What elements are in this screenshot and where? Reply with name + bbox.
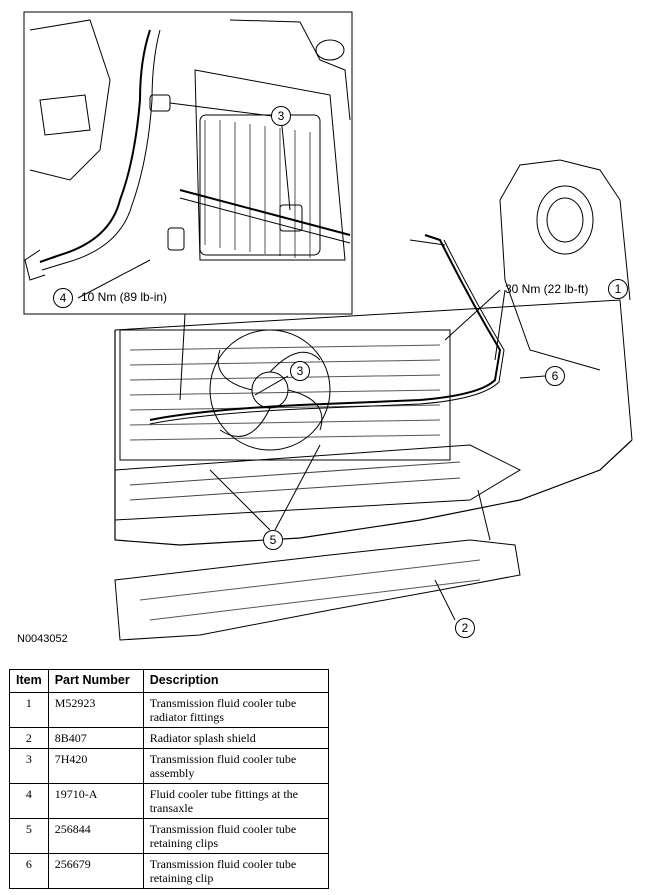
part-number-cell: 256679 — [47, 853, 144, 889]
callout-2: 2 — [455, 618, 475, 638]
callout-5: 5 — [263, 530, 283, 550]
table-header-row: Item Part Number Description — [9, 669, 330, 693]
description-cell: Fluid cooler tube fittings at the transa… — [142, 783, 330, 819]
item-cell: 5 — [9, 818, 49, 854]
table-row: 1 M52923 Transmission fluid cooler tube … — [9, 692, 330, 728]
parts-table: Item Part Number Description 1 M52923 Tr… — [9, 669, 330, 889]
item-cell: 1 — [9, 692, 49, 728]
table-row: 5 256844 Transmission fluid cooler tube … — [9, 818, 330, 854]
description-cell: Transmission fluid cooler tube assembly — [142, 748, 330, 784]
callout-3-main: 3 — [290, 361, 310, 381]
table-row: 2 8B407 Radiator splash shield — [9, 727, 330, 749]
part-number-cell: 256844 — [47, 818, 144, 854]
item-cell: 3 — [9, 748, 49, 784]
callout-6: 6 — [545, 366, 565, 386]
table-row: 4 19710-A Fluid cooler tube fittings at … — [9, 783, 330, 819]
column-header-description: Description — [142, 669, 330, 693]
callout-1: 1 — [608, 279, 628, 299]
callout-4: 4 — [53, 288, 73, 308]
figure-id: N0043052 — [17, 633, 68, 645]
exploded-view-diagram: 3 4 10 Nm (89 lb-in) 30 Nm (22 lb-ft) 1 … — [17, 11, 633, 645]
callout-4-torque: 10 Nm (89 lb-in) — [81, 290, 168, 304]
table-row: 3 7H420 Transmission fluid cooler tube a… — [9, 748, 330, 784]
column-header-item: Item — [9, 669, 49, 693]
column-header-part-number: Part Number — [47, 669, 144, 693]
item-cell: 2 — [9, 727, 49, 749]
description-cell: Transmission fluid cooler tube retaining… — [142, 853, 330, 889]
part-number-cell: 8B407 — [47, 727, 144, 749]
part-number-cell: 7H420 — [47, 748, 144, 784]
description-cell: Transmission fluid cooler tube retaining… — [142, 818, 330, 854]
callout-3-inset: 3 — [271, 106, 291, 126]
diagram-drawing — [23, 11, 633, 641]
part-number-cell: 19710-A — [47, 783, 144, 819]
item-cell: 4 — [9, 783, 49, 819]
part-number-cell: M52923 — [47, 692, 144, 728]
item-cell: 6 — [9, 853, 49, 889]
description-cell: Radiator splash shield — [142, 727, 330, 749]
table-row: 6 256679 Transmission fluid cooler tube … — [9, 853, 330, 889]
description-cell: Transmission fluid cooler tube radiator … — [142, 692, 330, 728]
callout-1-torque: 30 Nm (22 lb-ft) — [505, 282, 589, 296]
